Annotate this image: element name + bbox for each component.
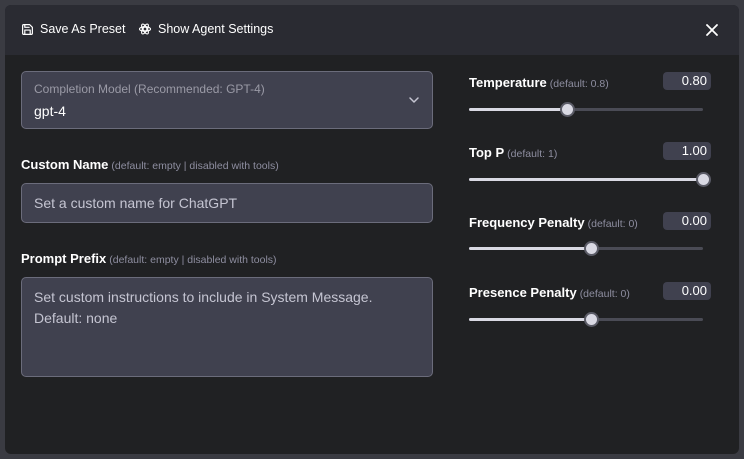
frequency-penalty-heading: Frequency Penalty(default: 0) xyxy=(469,215,638,230)
show-agent-settings-button[interactable]: Show Agent Settings xyxy=(138,22,273,36)
prompt-prefix-textarea[interactable] xyxy=(22,278,432,376)
frequency-penalty-label: Frequency Penalty xyxy=(469,215,585,230)
custom-name-label: Custom Name xyxy=(21,157,109,172)
presence-penalty-slider-thumb[interactable] xyxy=(583,312,599,327)
top-p-slider-thumb[interactable] xyxy=(696,172,711,187)
close-icon[interactable] xyxy=(705,23,719,37)
presence-penalty-slider-fill xyxy=(469,318,591,321)
custom-name-input[interactable] xyxy=(22,184,432,222)
openai-logo-icon xyxy=(138,23,152,35)
prompt-prefix-heading: Prompt Prefix(default: empty | disabled … xyxy=(21,251,277,266)
save-as-preset-label: Save As Preset xyxy=(40,22,126,36)
top-p-hint: (default: 1) xyxy=(507,148,558,160)
prompt-prefix-field xyxy=(21,277,433,377)
preset-dialog: Save As Preset Show Agent Settings Compl… xyxy=(5,5,739,454)
presence-penalty-heading: Presence Penalty(default: 0) xyxy=(469,285,630,300)
completion-model-select[interactable]: Completion Model (Recommended: GPT-4) gp… xyxy=(21,71,433,129)
save-icon xyxy=(22,23,33,35)
temperature-value[interactable]: 0.80 xyxy=(663,72,711,90)
presence-penalty-slider[interactable] xyxy=(469,312,703,327)
completion-model-label: Completion Model (Recommended: GPT-4) xyxy=(34,82,265,96)
presence-penalty-label: Presence Penalty xyxy=(469,285,577,300)
temperature-slider-thumb[interactable] xyxy=(560,102,576,117)
completion-model-value: gpt-4 xyxy=(34,103,66,119)
top-p-heading: Top P(default: 1) xyxy=(469,145,557,160)
save-as-preset-button[interactable]: Save As Preset xyxy=(21,22,125,36)
frequency-penalty-slider-fill xyxy=(469,247,591,250)
frequency-penalty-hint: (default: 0) xyxy=(587,218,638,230)
top-p-slider[interactable] xyxy=(469,172,711,187)
custom-name-hint: (default: empty | disabled with tools) xyxy=(111,160,279,172)
frequency-penalty-value[interactable]: 0.00 xyxy=(663,212,711,230)
temperature-heading: Temperature(default: 0.8) xyxy=(469,75,609,90)
prompt-prefix-label: Prompt Prefix xyxy=(21,251,107,266)
top-p-label: Top P xyxy=(469,145,505,160)
presence-penalty-hint: (default: 0) xyxy=(579,288,630,300)
temperature-hint: (default: 0.8) xyxy=(549,78,609,90)
temperature-slider[interactable] xyxy=(469,102,703,117)
top-p-value[interactable]: 1.00 xyxy=(663,142,711,160)
presence-penalty-value[interactable]: 0.00 xyxy=(663,282,711,300)
frequency-penalty-slider-thumb[interactable] xyxy=(583,241,599,256)
custom-name-field xyxy=(21,183,433,223)
frequency-penalty-slider[interactable] xyxy=(469,241,703,256)
show-agent-settings-label: Show Agent Settings xyxy=(158,22,274,36)
chevron-down-icon xyxy=(409,97,419,103)
temperature-slider-fill xyxy=(469,108,568,111)
dialog-header: Save As Preset Show Agent Settings xyxy=(5,5,739,55)
top-p-slider-fill xyxy=(469,178,703,181)
prompt-prefix-hint: (default: empty | disabled with tools) xyxy=(109,254,277,266)
temperature-label: Temperature xyxy=(469,75,547,90)
custom-name-heading: Custom Name(default: empty | disabled wi… xyxy=(21,157,279,172)
